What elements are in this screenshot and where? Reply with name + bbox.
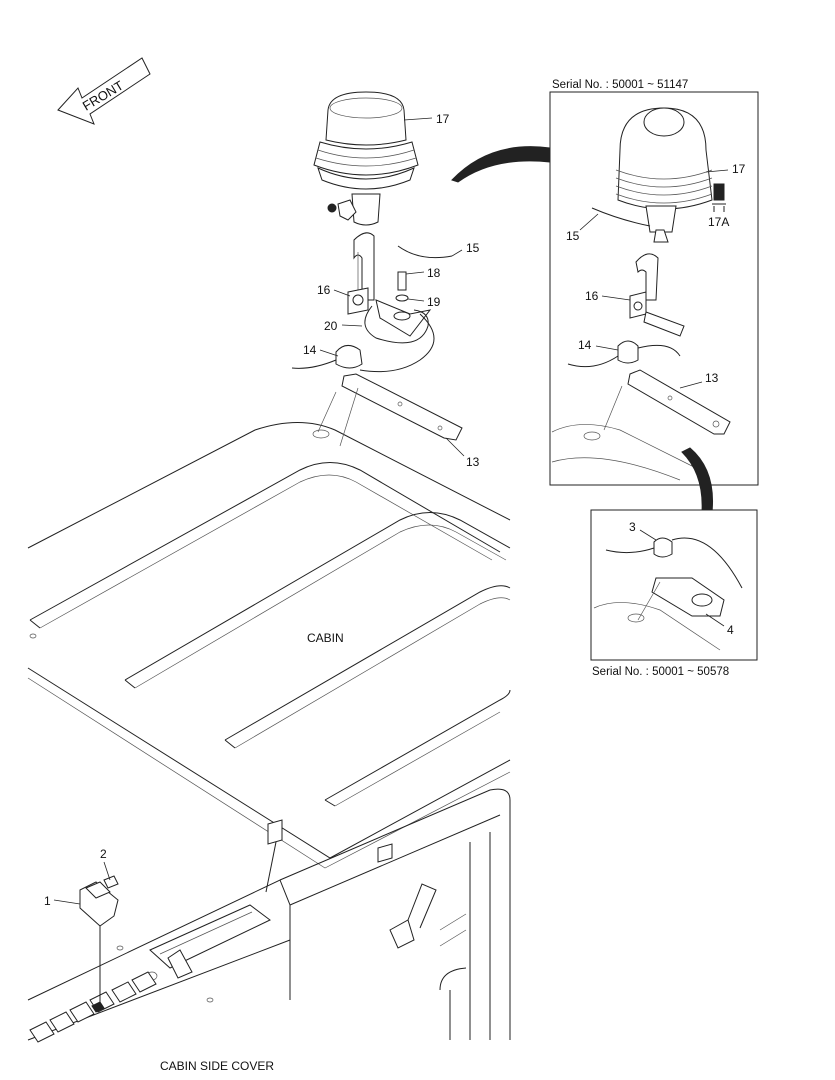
callout-16: 16 <box>317 283 331 297</box>
side-callouts: 1 2 <box>44 847 111 908</box>
inset1-callout-13: 13 <box>705 371 719 385</box>
callout-17: 17 <box>436 112 450 126</box>
callout-15: 15 <box>466 241 480 255</box>
inset1-serial: Serial No. : 50001 ~ 51147 <box>552 79 688 91</box>
inset-serial-51147: Serial No. : 50001 ~ 51147 <box>549 79 759 486</box>
inset2-serial: Serial No. : 50001 ~ 50578 <box>592 666 729 678</box>
front-label: FRONT <box>80 78 126 114</box>
inset2-callouts: 3 4 <box>629 520 734 637</box>
side-cover-label: CABIN SIDE COVER <box>160 1059 274 1073</box>
callout-18: 18 <box>427 266 441 280</box>
callout-19: 19 <box>427 295 441 309</box>
callout-1: 1 <box>44 894 51 908</box>
inset2-callout-4: 4 <box>727 623 734 637</box>
inset1-callout-14: 14 <box>578 338 592 352</box>
callout-20: 20 <box>324 319 338 333</box>
inset1-callout-16: 16 <box>585 289 599 303</box>
cabin-roof: CABIN <box>27 422 511 869</box>
front-arrow: FRONT <box>57 57 151 125</box>
cabin-side-structure: CABIN SIDE COVER <box>27 788 511 1073</box>
main-callouts: 17 15 18 16 19 20 14 13 <box>303 112 480 469</box>
cabin-label: CABIN <box>307 631 344 645</box>
inset-connector-top <box>451 146 551 183</box>
inset2-callout-3: 3 <box>629 520 636 534</box>
inset-serial-50578: Serial No. : 50001 ~ 50578 <box>590 509 758 678</box>
inset1-callouts: 17 17A 15 16 14 13 <box>566 162 746 389</box>
callout-2: 2 <box>100 847 107 861</box>
callout-13: 13 <box>466 455 480 469</box>
callout-14: 14 <box>303 343 317 357</box>
inset1-callout-15: 15 <box>566 229 580 243</box>
inset1-callout-17a: 17A <box>708 215 729 229</box>
beacon-lamp-assembly <box>291 91 463 447</box>
inset1-callout-17: 17 <box>732 162 746 176</box>
